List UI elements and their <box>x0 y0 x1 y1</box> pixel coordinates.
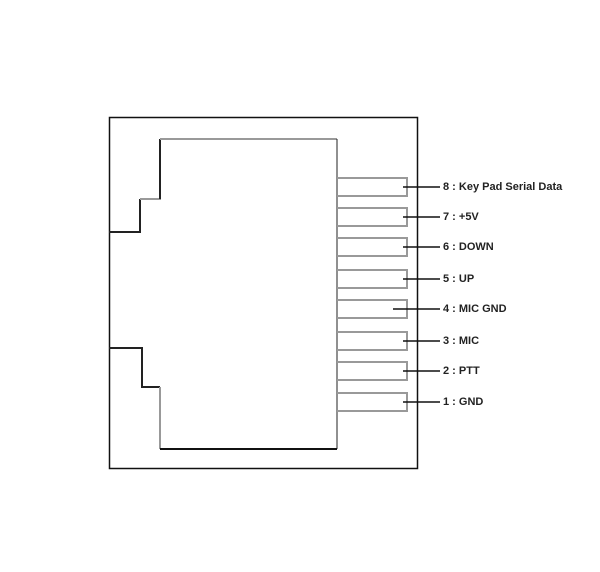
pin-5-label: 5 : UP <box>443 273 475 285</box>
pin-8-label: 8 : Key Pad Serial Data <box>443 181 563 193</box>
pin-8-contact <box>337 177 408 197</box>
pin-7-label: 7 : +5V <box>443 211 479 223</box>
pin-4-label: 4 : MIC GND <box>443 303 507 315</box>
pin-7-contact <box>337 207 408 227</box>
outer-housing <box>108 116 419 470</box>
pin-2-contact <box>337 361 408 381</box>
pin-5-contact <box>337 269 408 289</box>
pin-6-contact <box>337 237 408 257</box>
pin-2-label: 2 : PTT <box>443 365 480 377</box>
pin-3-label: 3 : MIC <box>443 335 480 347</box>
pin-1-label: 1 : GND <box>443 396 484 408</box>
pin-3-contact <box>337 331 408 351</box>
pin-1-contact <box>337 392 408 412</box>
jack-outline <box>109 138 338 450</box>
pin-6-label: 6 : DOWN <box>443 241 494 253</box>
